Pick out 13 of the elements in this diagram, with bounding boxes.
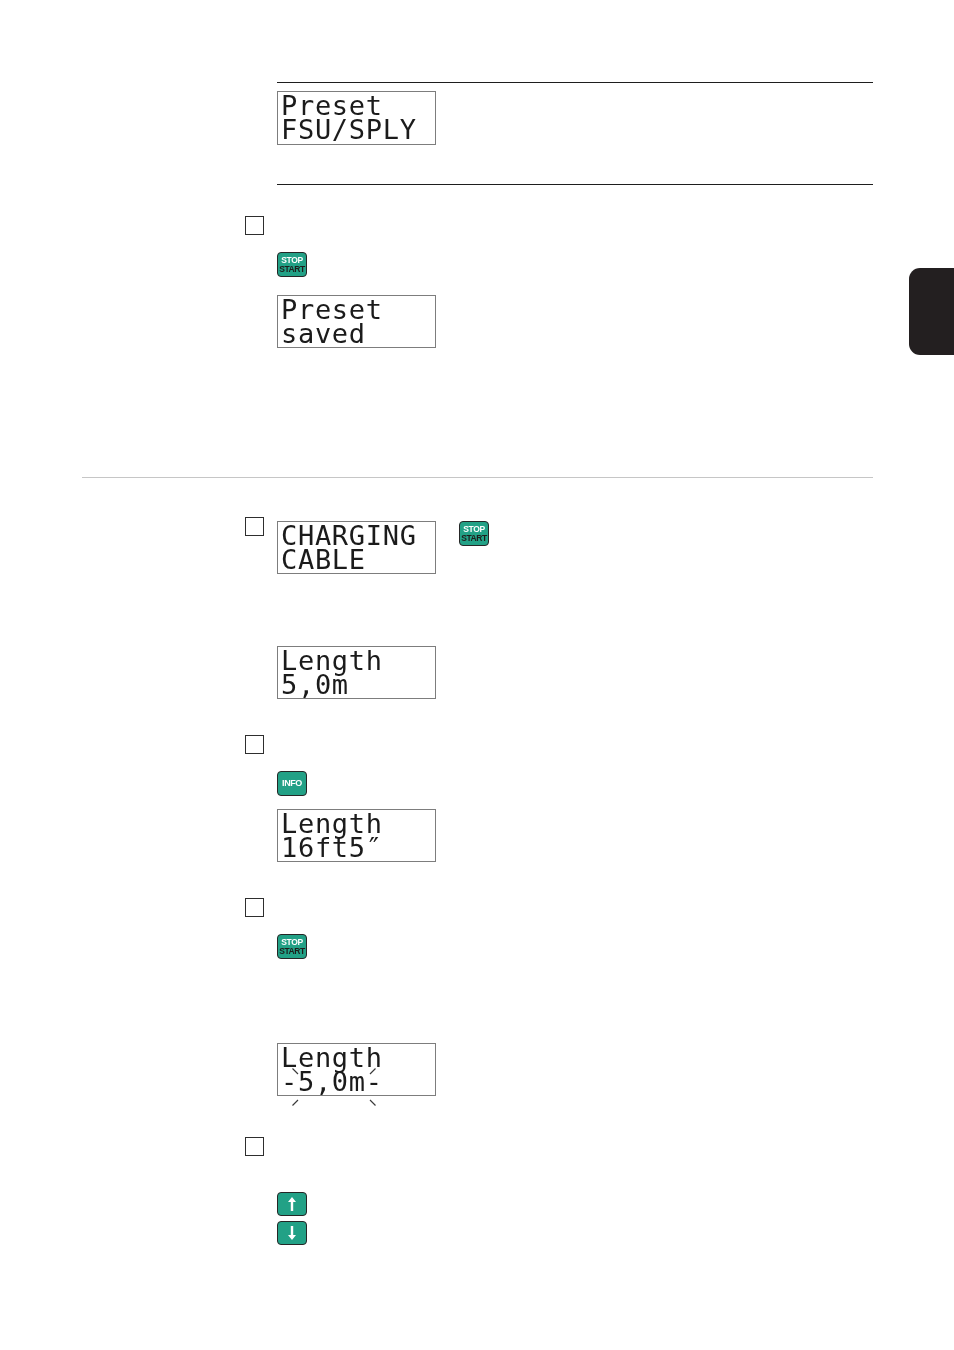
- section-tab: [909, 268, 954, 355]
- stop-start-key: STOP START: [277, 934, 307, 959]
- stop-start-key: STOP START: [459, 521, 489, 546]
- lcd-display: Preset FSU/SPLY: [277, 91, 436, 145]
- lcd-display: Length 16ft5″: [277, 809, 436, 862]
- lcd-display: Preset saved: [277, 295, 436, 348]
- up-arrow-key: [277, 1192, 307, 1216]
- down-arrow-key: [277, 1221, 307, 1245]
- lcd-display: CHARGING CABLE: [277, 521, 436, 574]
- lcd-display: Length -5,0m-: [277, 1043, 436, 1096]
- lcd-display: Length 5,0m: [277, 646, 436, 699]
- stop-start-key: STOP START: [277, 252, 307, 277]
- info-key: INFO: [277, 771, 307, 796]
